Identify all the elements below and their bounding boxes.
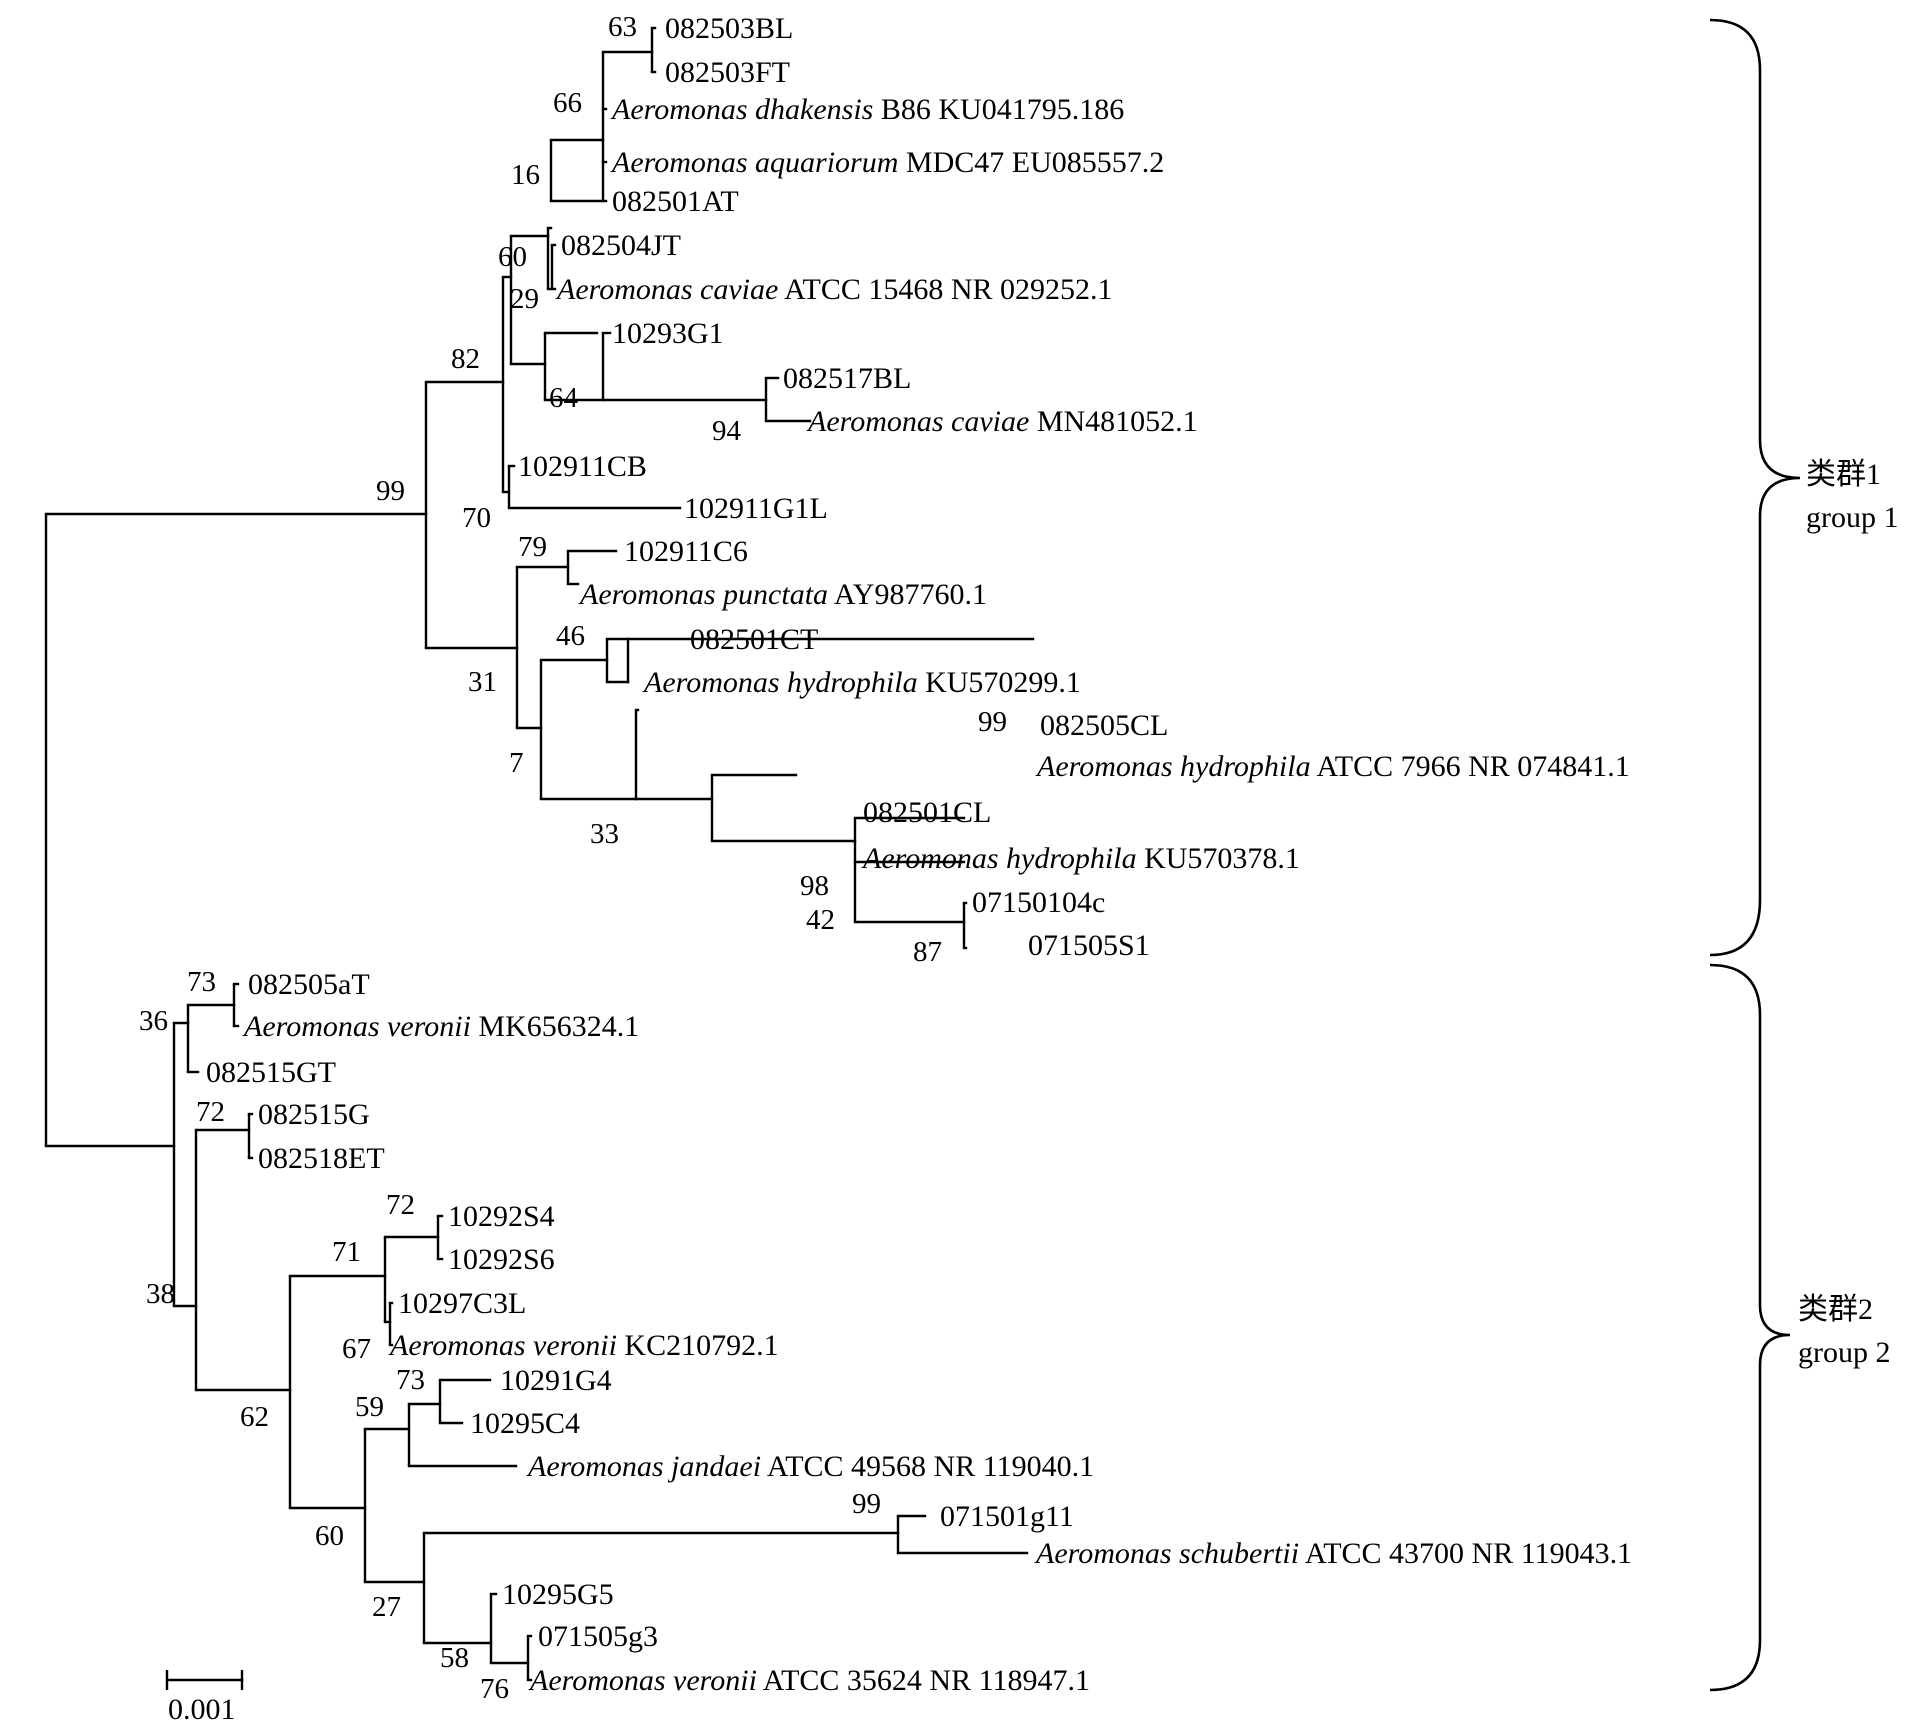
taxon-label: 082515G bbox=[258, 1098, 370, 1131]
taxon-label: 10295C4 bbox=[470, 1407, 580, 1440]
bootstrap-value: 67 bbox=[342, 1333, 371, 1365]
taxon-label: 071505g3 bbox=[538, 1620, 658, 1653]
taxon-label: 102911C6 bbox=[624, 535, 748, 568]
scale-bar: 0.001 bbox=[165, 1670, 244, 1726]
bootstrap-value: 60 bbox=[315, 1520, 344, 1552]
bootstrap-value: 99 bbox=[376, 475, 405, 507]
taxon-label: 082517BL bbox=[783, 362, 911, 395]
taxon-label: Aeromonas veronii ATCC 35624 NR 118947.1 bbox=[528, 1664, 1090, 1697]
taxon-label: Aeromonas jandaei ATCC 49568 NR 119040.1 bbox=[526, 1450, 1094, 1483]
group-1-brace bbox=[1709, 18, 1801, 957]
taxon-label: Aeromonas veronii MK656324.1 bbox=[242, 1010, 639, 1043]
taxon-label: 082503BL bbox=[665, 12, 793, 45]
taxon-label: 082501CL bbox=[863, 796, 991, 829]
bootstrap-value: 99 bbox=[978, 706, 1007, 738]
taxon-label: 082503FT bbox=[665, 56, 790, 89]
bootstrap-value: 79 bbox=[518, 531, 547, 563]
group-2-label-zh: 类群2 bbox=[1798, 1293, 1873, 1326]
bootstrap-value: 33 bbox=[590, 818, 619, 850]
bootstrap-value: 7 bbox=[509, 747, 524, 779]
taxon-label: 10292S4 bbox=[448, 1200, 555, 1233]
taxon-label: 07150104c bbox=[972, 886, 1105, 919]
taxon-label: Aeromonas caviae ATCC 15468 NR 029252.1 bbox=[555, 273, 1113, 306]
taxon-label: Aeromonas schubertii ATCC 43700 NR 11904… bbox=[1034, 1537, 1632, 1570]
bootstrap-value: 72 bbox=[386, 1189, 415, 1221]
taxon-label: Aeromonas aquariorum MDC47 EU085557.2 bbox=[610, 146, 1164, 179]
taxon-label: 082518ET bbox=[258, 1142, 385, 1175]
bootstrap-value: 99 bbox=[852, 1488, 881, 1520]
taxon-label: Aeromonas hydrophila KU570299.1 bbox=[642, 666, 1081, 699]
scale-bar-label: 0.001 bbox=[168, 1693, 236, 1726]
group-2-label-en: group 2 bbox=[1798, 1336, 1891, 1369]
bootstrap-value: 66 bbox=[553, 87, 582, 119]
taxon-label: 082515GT bbox=[206, 1056, 336, 1089]
taxon-label: 10292S6 bbox=[448, 1243, 555, 1276]
bootstrap-value: 46 bbox=[556, 620, 585, 652]
bootstrap-value: 98 bbox=[800, 870, 829, 902]
taxon-label: 082505CL bbox=[1040, 709, 1168, 742]
bootstrap-value: 60 bbox=[498, 241, 527, 273]
bootstrap-value: 27 bbox=[372, 1591, 401, 1623]
bootstrap-values: 63 66 16 60 29 64 94 82 99 70 79 46 31 9… bbox=[139, 11, 1007, 1705]
bootstrap-value: 70 bbox=[462, 502, 491, 534]
taxon-label: 071505S1 bbox=[1028, 929, 1150, 962]
taxon-label: Aeromonas veronii KC210792.1 bbox=[388, 1329, 779, 1362]
taxon-label: Aeromonas dhakensis B86 KU041795.186 bbox=[610, 93, 1124, 126]
taxon-label: 082504JT bbox=[561, 229, 681, 262]
bootstrap-value: 87 bbox=[913, 936, 942, 968]
bootstrap-value: 71 bbox=[332, 1236, 361, 1268]
bootstrap-value: 36 bbox=[139, 1005, 168, 1037]
bootstrap-value: 82 bbox=[451, 343, 480, 375]
bootstrap-value: 72 bbox=[196, 1096, 225, 1128]
bootstrap-value: 31 bbox=[468, 666, 497, 698]
bootstrap-value: 16 bbox=[511, 159, 540, 191]
bootstrap-value: 42 bbox=[806, 904, 835, 936]
bootstrap-value: 76 bbox=[480, 1673, 509, 1705]
taxon-label: Aeromonas hydrophila ATCC 7966 NR 074841… bbox=[1035, 750, 1630, 783]
bootstrap-value: 29 bbox=[510, 283, 539, 315]
group-labels: 类群1 group 1 类群2 group 2 bbox=[1798, 458, 1899, 1369]
taxon-label: 071501g11 bbox=[940, 1500, 1074, 1533]
bootstrap-value: 58 bbox=[440, 1642, 469, 1674]
group-1-label-zh: 类群1 bbox=[1806, 458, 1881, 491]
taxon-label: 102911G1L bbox=[684, 492, 828, 525]
group-braces bbox=[1709, 18, 1801, 1692]
taxon-label: Aeromonas caviae MN481052.1 bbox=[806, 405, 1198, 438]
bootstrap-value: 73 bbox=[187, 966, 216, 998]
group-1-label-en: group 1 bbox=[1806, 501, 1899, 534]
bootstrap-value: 63 bbox=[608, 11, 637, 43]
bootstrap-value: 73 bbox=[396, 1364, 425, 1396]
taxon-label: Aeromonas hydrophila KU570378.1 bbox=[861, 842, 1300, 875]
taxon-label: 082505aT bbox=[248, 968, 370, 1001]
bootstrap-value: 94 bbox=[712, 415, 742, 447]
bootstrap-value: 59 bbox=[355, 1391, 384, 1423]
bootstrap-value: 62 bbox=[240, 1401, 269, 1433]
group-2-brace bbox=[1709, 963, 1791, 1692]
tree-branches bbox=[44, 26, 1035, 1682]
bootstrap-value: 64 bbox=[549, 382, 579, 414]
bootstrap-value: 38 bbox=[146, 1278, 175, 1310]
taxon-label: Aeromonas punctata AY987760.1 bbox=[578, 578, 987, 611]
taxon-label: 10295G5 bbox=[502, 1578, 614, 1611]
taxon-label: 10291G4 bbox=[500, 1364, 612, 1397]
taxon-label: 10293G1 bbox=[612, 317, 724, 350]
taxon-labels: 082503BL 082503FT Aeromonas dhakensis B8… bbox=[206, 12, 1632, 1697]
taxon-label: 082501AT bbox=[612, 185, 739, 218]
taxon-label: 10297C3L bbox=[398, 1287, 526, 1320]
taxon-label: 102911CB bbox=[518, 450, 647, 483]
taxon-label: 082501CT bbox=[690, 623, 818, 656]
